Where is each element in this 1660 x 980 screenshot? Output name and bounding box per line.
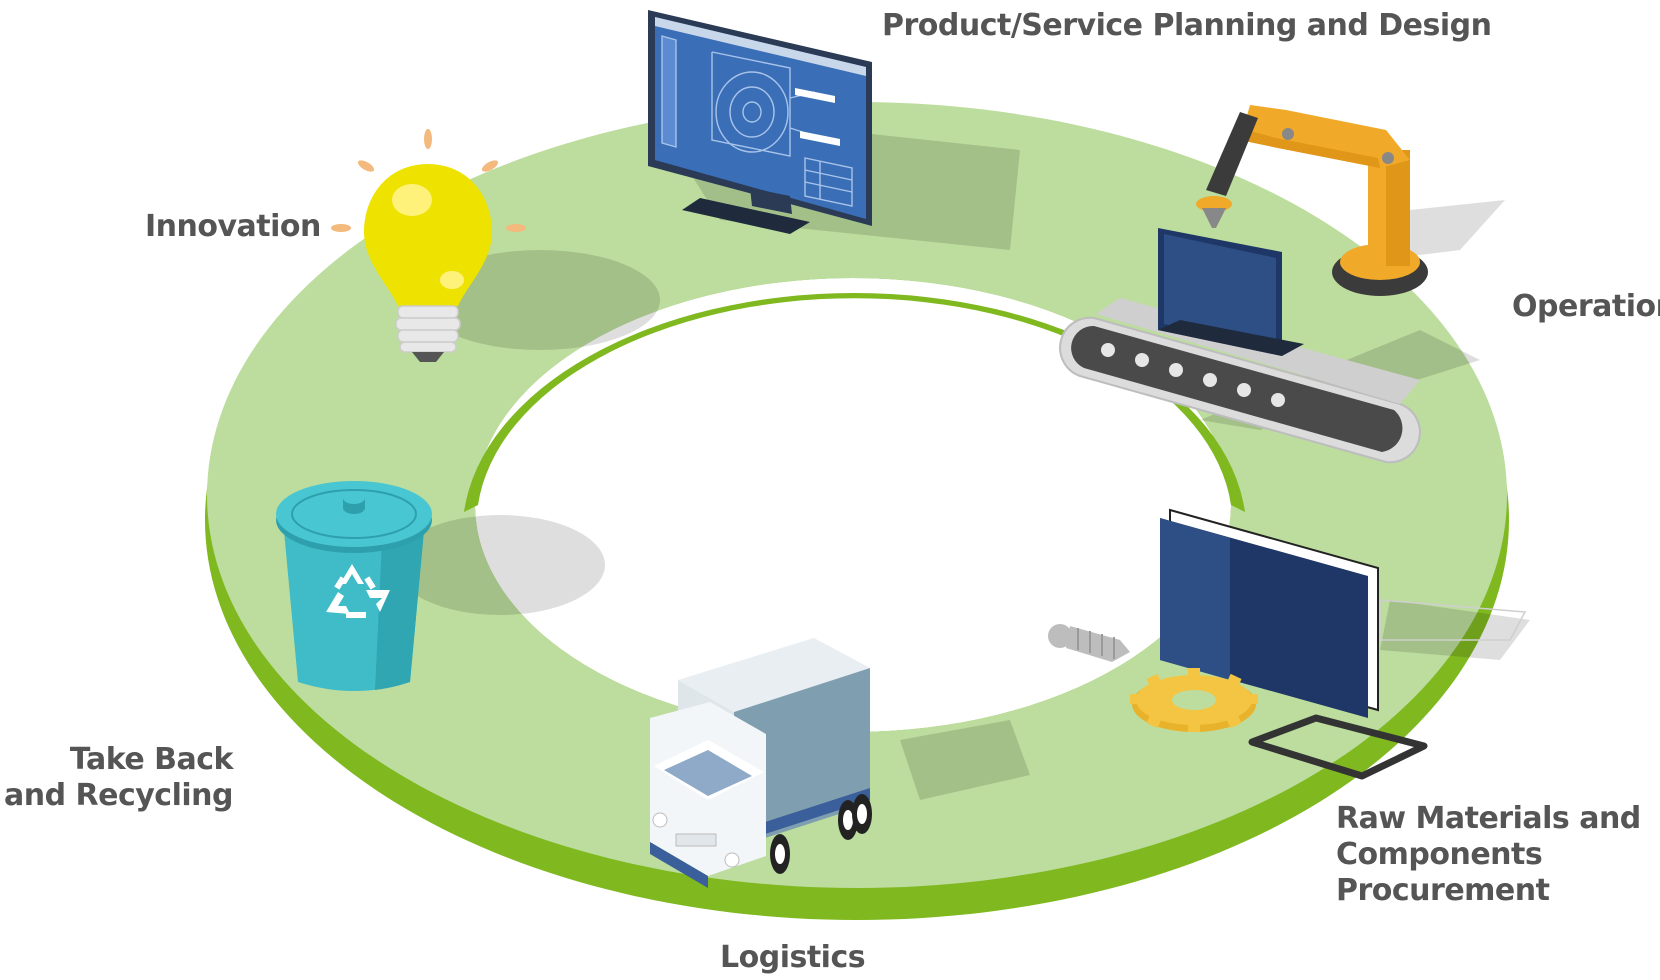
materials-components-icon	[1048, 508, 1527, 780]
design-monitor-icon	[648, 10, 872, 234]
operation-label: Operation	[1512, 289, 1660, 324]
frame-icon	[1248, 714, 1428, 780]
innovation-label: Innovation	[145, 209, 321, 244]
robot-arm-conveyor-icon	[1059, 105, 1428, 464]
gear-icon	[1130, 668, 1258, 732]
screw-icon	[1048, 624, 1130, 662]
procurement-label: Raw Materials and Components Procurement	[1336, 801, 1641, 908]
recycling-bin-icon	[276, 481, 432, 691]
light-bulb-icon	[331, 129, 526, 362]
recycle-symbol-icon	[326, 564, 390, 618]
delivery-truck-icon	[650, 638, 872, 888]
recycling-label: Take Back and Recycling	[4, 742, 234, 813]
logistics-label: Logistics	[720, 940, 866, 975]
planning-label: Product/Service Planning and Design	[882, 8, 1492, 43]
